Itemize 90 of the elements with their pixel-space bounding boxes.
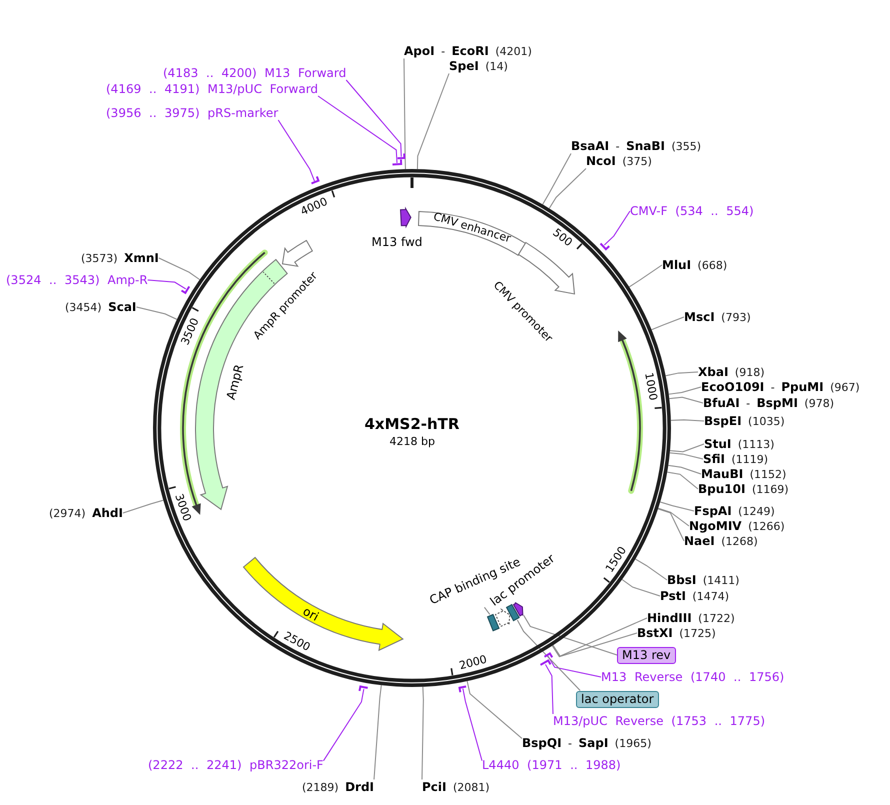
plasmid-name: 4xMS2-hTR [364, 415, 460, 433]
enzyme-site-label: NgoMIV (1266) [689, 518, 785, 534]
leader-line [523, 614, 618, 656]
enzyme-site-label: BspQI - SapI (1965) [522, 736, 652, 750]
enzyme-site-label: BstXI (1725) [637, 626, 716, 640]
leader-line [122, 500, 164, 514]
enzyme-site-label: HindIII (1722) [647, 610, 735, 626]
leader-line [665, 372, 698, 376]
enzyme-site-label: ApoI - EcoRI (4201) [404, 44, 532, 58]
leader-line [658, 508, 684, 542]
primer-label: (3524 .. 3543) Amp-R [6, 273, 148, 287]
leader-line [660, 502, 694, 512]
leader-line [622, 579, 660, 596]
leader-line [322, 688, 364, 762]
primer-label: M13/pUC Reverse (1753 .. 1775) [553, 714, 766, 728]
leader-line [484, 606, 490, 615]
enzyme-site-label: BspEI (1035) [704, 414, 785, 428]
leader-line [136, 306, 178, 320]
leader-line [668, 386, 702, 395]
enzyme-site-label: (3573) XmnI [81, 250, 159, 266]
leader-line [668, 396, 704, 404]
leader-line [668, 464, 702, 474]
leader-line [462, 688, 482, 762]
leader-line [651, 316, 684, 330]
plasmid-size: 4218 bp [390, 434, 435, 448]
leader-line [147, 280, 186, 290]
scale-label: 500 [550, 226, 575, 250]
leader-line [548, 656, 602, 678]
enzyme-site-label: EcoO109I - PpuMI (967) [701, 380, 860, 394]
leader-line [516, 620, 581, 691]
enzyme-site-label: Bpu10I (1169) [698, 482, 789, 496]
leader-line [670, 419, 704, 422]
feature-band [242, 556, 404, 652]
enzyme-site-label: BsaAI - SnaBI (355) [571, 138, 702, 154]
primer-label: (4183 .. 4200) M13 Forward [163, 66, 346, 80]
feature-tag: M13 rev [617, 646, 676, 664]
scale-label: 3500 [178, 316, 202, 347]
leader-line [158, 258, 200, 280]
enzyme-site-label: BbsI (1411) [667, 572, 740, 588]
leader-line [669, 452, 704, 460]
primer-label: CMV-F (534 .. 554) [630, 204, 754, 218]
leader-line [552, 618, 648, 657]
enzyme-site-label: StuI (1113) [704, 436, 774, 452]
leader-line [318, 96, 398, 164]
enzyme-site-label: (2189) DrdI [302, 780, 374, 794]
leader-line [422, 686, 424, 780]
feature-tag: lac operator [576, 690, 659, 708]
leader-line [544, 664, 554, 714]
primer-label: (4169 .. 4191) M13/pUC Forward [106, 82, 318, 96]
enzyme-site-label: SfiI (1119) [703, 452, 768, 466]
leader-line [374, 684, 382, 780]
enzyme-site-label: FspAI (1249) [694, 504, 775, 518]
enzyme-site-label: MluI (668) [662, 258, 728, 272]
scale-label: 4000 [298, 194, 330, 218]
enzyme-site-label: BfuAI - BspMI (978) [703, 396, 834, 410]
leader-line [416, 73, 450, 170]
leader-line [604, 210, 630, 246]
leader-line [628, 264, 662, 288]
scale-label: 2500 [282, 629, 313, 654]
leader-line [346, 80, 402, 158]
primer-label: M13 Reverse (1740 .. 1756) [601, 670, 784, 684]
enzyme-site-label: NcoI (375) [586, 154, 652, 168]
scale-label: 1000 [642, 372, 660, 402]
enzyme-site-label: MscI (793) [684, 310, 751, 324]
leader-line [542, 153, 572, 205]
feature-label: AmpR [224, 363, 246, 402]
enzyme-site-label: MauBI (1152) [701, 466, 786, 482]
enzyme-site-label: (2974) AhdI [49, 506, 123, 520]
leader-line [634, 558, 668, 580]
leader-line [670, 444, 704, 452]
enzyme-site-label: NaeI (1268) [684, 534, 758, 548]
primer-label: (2222 .. 2241) pBR322ori-F [148, 758, 324, 772]
leader-line [404, 58, 406, 170]
enzyme-site-label: SpeI (14) [449, 58, 508, 74]
leader-line [548, 168, 586, 209]
leader-line [278, 120, 315, 182]
scale-label: 3000 [172, 492, 194, 524]
leader-line [466, 680, 522, 739]
leader-line [666, 472, 698, 490]
enzyme-site-label: PciI (2081) [422, 780, 490, 794]
feature-label: M13 fwd [372, 235, 422, 249]
enzyme-site-label: PstI (1474) [660, 588, 730, 604]
enzyme-site-label: (3454) ScaI [65, 300, 136, 314]
primer-label: (3956 .. 3975) pRS-marker [106, 106, 278, 120]
leader-line [658, 508, 690, 526]
leader-line [552, 632, 638, 658]
primer-label: L4440 (1971 .. 1988) [482, 758, 621, 772]
feature-label: ori [300, 604, 322, 624]
scale-label: 2000 [457, 652, 488, 673]
enzyme-site-label: XbaI (918) [698, 364, 764, 380]
